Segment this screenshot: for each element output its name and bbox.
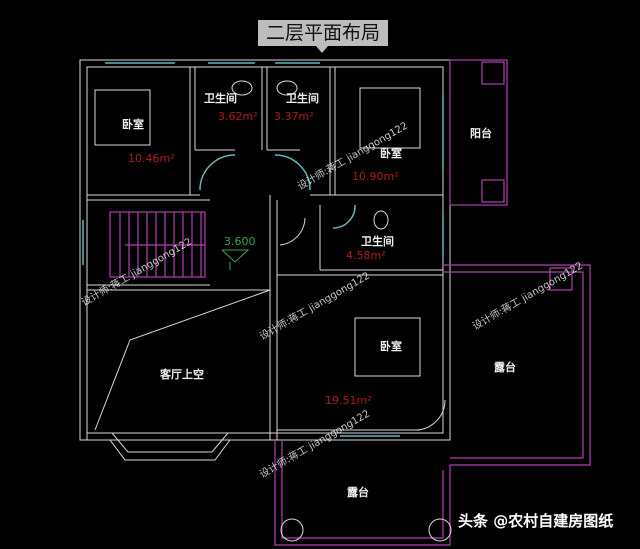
label-terrace-south: 露台 bbox=[347, 485, 369, 499]
watermark: 设计师:蒋工 jianggong122 bbox=[257, 407, 372, 481]
label-bath-1: 卫生间 bbox=[204, 91, 237, 105]
source-credit: 头条 @农村自建房图纸 bbox=[458, 512, 614, 530]
label-living-void: 客厅上空 bbox=[159, 367, 204, 381]
area-bath-1: 3.62m² bbox=[218, 110, 258, 123]
label-bedroom-nw: 卧室 bbox=[122, 117, 144, 131]
label-bedroom-se: 卧室 bbox=[380, 339, 402, 353]
plan-title: 二层平面布局 bbox=[258, 20, 388, 46]
label-balcony: 阳台 bbox=[470, 126, 492, 140]
label-bedroom-ne: 卧室 bbox=[380, 146, 402, 160]
level-marker: 3.600 bbox=[221, 235, 256, 270]
watermark: 设计师:蒋工 jianggong122 bbox=[79, 235, 194, 309]
doors bbox=[199, 154, 446, 431]
label-bath-3: 卫生间 bbox=[361, 234, 394, 248]
living-void-outline bbox=[86, 289, 271, 461]
windows bbox=[82, 62, 444, 437]
area-bath-3: 4.58m² bbox=[346, 249, 386, 262]
walls bbox=[79, 59, 451, 441]
area-bedroom-se: 19.51m² bbox=[325, 394, 372, 407]
area-bedroom-ne: 10.90m² bbox=[352, 170, 399, 183]
title-pointer bbox=[316, 46, 328, 53]
area-bedroom-nw: 10.46m² bbox=[128, 152, 175, 165]
balcony-outline bbox=[449, 59, 508, 206]
stair bbox=[109, 211, 206, 278]
watermark: 设计师:蒋工 jianggong122 bbox=[470, 259, 585, 333]
terrace-south-outline bbox=[274, 440, 452, 546]
furniture bbox=[94, 80, 421, 377]
label-terrace-east: 露台 bbox=[494, 360, 516, 374]
terrace-east-outline bbox=[443, 264, 591, 466]
label-bath-2: 卫生间 bbox=[286, 91, 319, 105]
area-bath-2: 3.37m² bbox=[274, 110, 314, 123]
level-mark-text: 3.600 bbox=[224, 235, 256, 248]
